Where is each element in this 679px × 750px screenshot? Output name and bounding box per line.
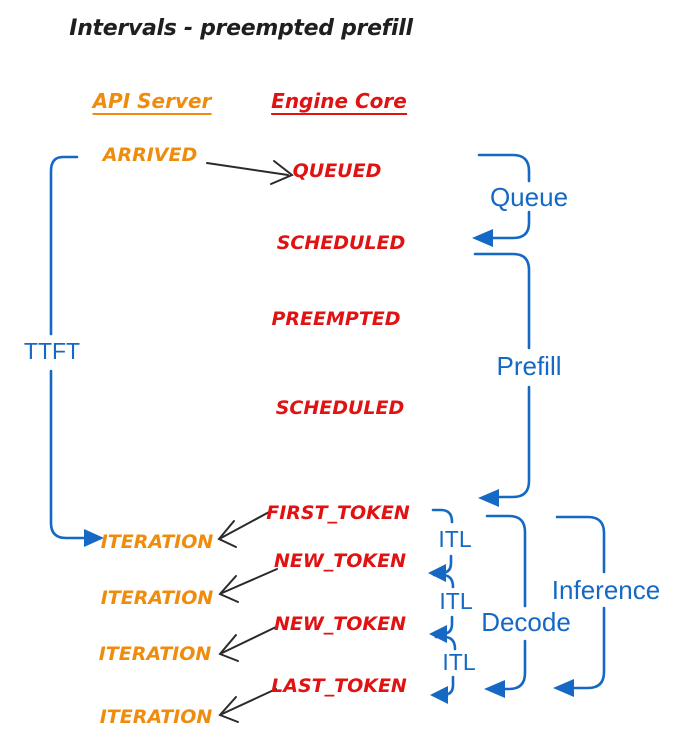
ttft-bracket (49, 155, 104, 547)
arrow-arrived-to-queued (206, 160, 294, 185)
arrow-new-token2-to-iteration (218, 626, 277, 662)
interval-prefill-label: Prefill (496, 351, 562, 381)
state-iteration-4: ITERATION (99, 706, 213, 728)
interval-inference-label: Inference (551, 575, 661, 605)
page-title: Intervals - preempted prefill (69, 16, 413, 41)
queue-bracket (472, 153, 531, 247)
inference-bracket (553, 515, 606, 697)
column-header-engine-core: Engine Core (271, 89, 407, 115)
interval-ttft-label: TTFT (23, 338, 81, 364)
itl3-hook (430, 635, 457, 704)
state-last-token: LAST_TOKEN (271, 675, 407, 697)
arrow-first-token-to-iteration (217, 510, 272, 548)
state-iteration-3: ITERATION (98, 643, 212, 665)
state-preempted: PREEMPTED (271, 308, 401, 330)
state-first-token: FIRST_TOKEN (266, 502, 410, 524)
itl2-hook (429, 573, 455, 643)
state-scheduled-2: SCHEDULED (275, 397, 405, 419)
column-header-api-server: API Server (92, 89, 212, 115)
interval-itl-label-2: ITL (439, 588, 473, 614)
interval-itl-label-1: ITL (438, 526, 472, 552)
prefill-bracket (473, 252, 531, 507)
interval-itl-label-3: ITL (442, 649, 476, 675)
state-new-token-1: NEW_TOKEN (273, 550, 407, 572)
state-queued: QUEUED (292, 160, 382, 182)
decode-bracket (484, 514, 527, 698)
itl1-hook (428, 508, 454, 582)
state-scheduled-1: SCHEDULED (276, 232, 406, 254)
interval-queue-label: Queue (489, 182, 569, 212)
arrow-new-token1-to-iteration (218, 568, 278, 603)
interval-decode-label: Decode (481, 607, 571, 637)
state-iteration-1: ITERATION (100, 531, 214, 553)
arrow-last-token-to-iteration (218, 688, 277, 723)
state-iteration-2: ITERATION (100, 587, 214, 609)
state-new-token-2: NEW_TOKEN (273, 613, 407, 635)
state-arrived: ARRIVED (102, 144, 198, 166)
